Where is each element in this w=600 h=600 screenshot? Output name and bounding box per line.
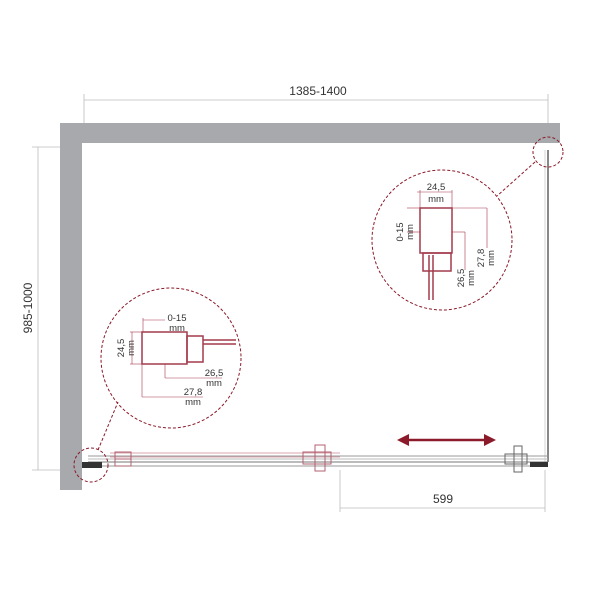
detail-right-adjust-unit: mm	[405, 224, 416, 240]
detail-left-depth-a-unit: mm	[206, 378, 222, 389]
sliding-direction-arrow	[397, 434, 496, 446]
roller-left	[114, 451, 132, 467]
door-dimension	[339, 470, 546, 512]
width-dimension	[83, 94, 549, 123]
roller-middle	[302, 444, 332, 472]
profile-detail-right	[407, 190, 488, 300]
detail-left-depth-b: 27,8	[184, 387, 203, 398]
width-label: 1385-1400	[289, 84, 347, 98]
detail-right-depth-a-unit: mm	[466, 270, 477, 286]
profile-detail-left	[130, 318, 236, 398]
wall-profile-left	[82, 462, 102, 468]
detail-left-width-unit: mm	[126, 340, 137, 356]
detail-right-adjust: 0-15	[395, 222, 406, 241]
detail-callout-right	[371, 136, 564, 311]
detail-right-width: 24,5	[427, 182, 446, 193]
detail-left-width: 24,5	[116, 339, 127, 358]
top-wall	[60, 123, 560, 143]
detail-right-depth-b: 27,8	[476, 249, 487, 268]
detail-right-depth-a: 26,5	[456, 269, 467, 288]
sliding-rails	[88, 452, 548, 467]
door-width-label: 599	[433, 492, 453, 506]
detail-left-depth-b-unit: mm	[185, 397, 201, 408]
detail-left-adjust: 0-15	[167, 313, 186, 324]
detail-right-width-unit: mm	[428, 194, 444, 205]
roller-right	[504, 445, 528, 473]
left-wall	[60, 123, 82, 490]
detail-left-adjust-unit: mm	[169, 323, 185, 334]
depth-dimension	[32, 146, 60, 471]
wall-profile-right	[530, 462, 548, 467]
detail-right-depth-b-unit: mm	[486, 250, 497, 266]
detail-left-depth-a: 26,5	[205, 368, 224, 379]
depth-label: 985-1000	[21, 282, 35, 333]
detail-callout-left	[73, 287, 242, 483]
